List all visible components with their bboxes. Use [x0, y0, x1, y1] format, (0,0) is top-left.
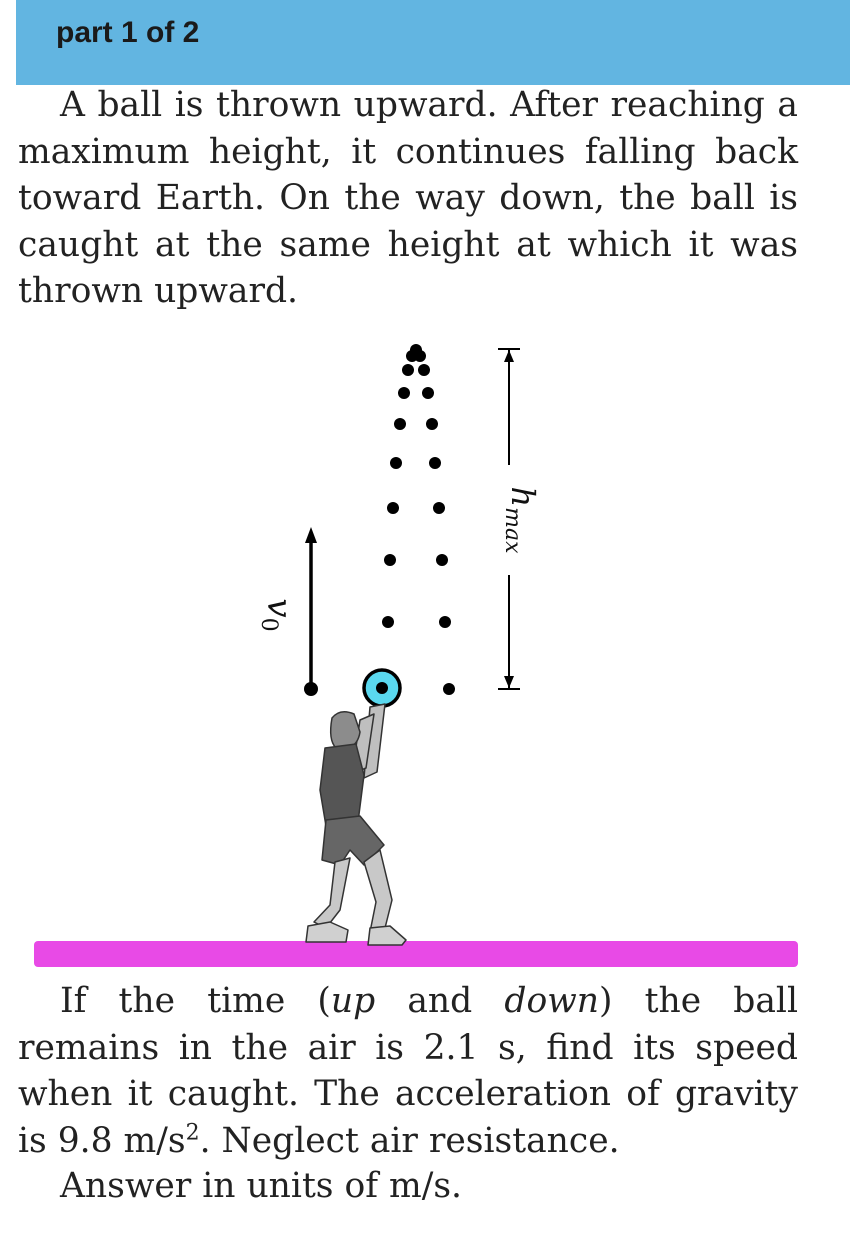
answer-units: Answer in units of m/s. — [60, 1166, 462, 1206]
dot — [387, 502, 399, 514]
dot — [390, 457, 402, 469]
dot — [433, 502, 445, 514]
question-text-1: If the time ( — [60, 981, 331, 1021]
hmax-dimension — [498, 348, 520, 690]
intro-text: A ball is thrown upward. After reaching … — [18, 85, 798, 311]
dot — [418, 364, 430, 376]
v0-arrow — [304, 527, 318, 696]
ascending-dots — [382, 344, 422, 628]
descending-dots — [414, 350, 455, 695]
question-exponent: 2 — [185, 1120, 200, 1145]
dot — [439, 616, 451, 628]
question-down: down — [504, 981, 599, 1021]
dot — [426, 418, 438, 430]
problem-question: If the time (up and down) the ball remai… — [18, 978, 798, 1164]
ground-bar — [34, 941, 798, 967]
problem-intro: A ball is thrown upward. After reaching … — [18, 82, 798, 315]
question-text-3: ) the ball remains in the air is 2.1 s, … — [18, 981, 798, 1161]
question-up: up — [330, 981, 376, 1021]
dot — [382, 616, 394, 628]
dot — [414, 350, 426, 362]
dot — [394, 418, 406, 430]
trajectory-figure: v0 hmax — [34, 344, 798, 967]
part-label: part 1 of 2 — [56, 16, 200, 49]
dot — [402, 364, 414, 376]
dot — [443, 683, 455, 695]
question-text-2: and — [375, 981, 505, 1021]
v0-label: v0 — [256, 598, 299, 631]
player-figure — [305, 703, 407, 946]
dot — [398, 387, 410, 399]
dot — [436, 554, 448, 566]
hmax-label: hmax — [500, 487, 542, 555]
dot — [384, 554, 396, 566]
dot — [422, 387, 434, 399]
ball — [362, 668, 402, 708]
question-text-4: . Neglect air resistance. — [199, 1120, 620, 1161]
part-header: part 1 of 2 — [16, 0, 850, 85]
dot — [429, 457, 441, 469]
